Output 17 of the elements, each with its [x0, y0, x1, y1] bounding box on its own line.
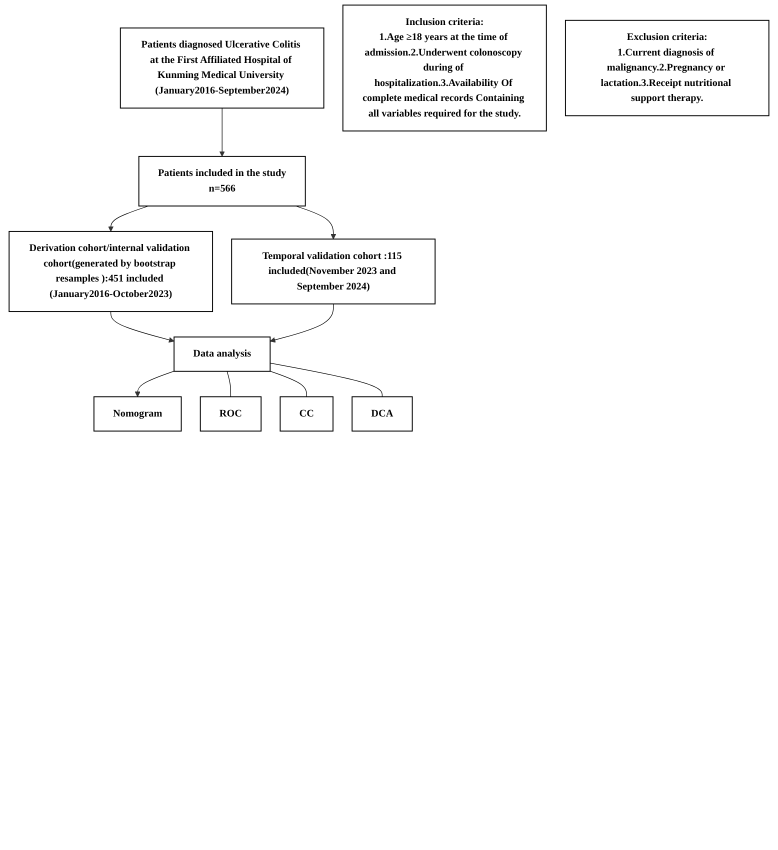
arrow: [134, 370, 174, 397]
process-box: CC: [280, 396, 334, 432]
process-box: Nomogram: [93, 396, 182, 432]
process-box: DCA: [352, 396, 413, 432]
arrow: [110, 311, 174, 343]
process-box: Patients diagnosed Ulcerative Colitis at the First Affiliated Hospital of Kunming Medical University (January2016-September2024): [120, 28, 324, 109]
arrow: [108, 206, 149, 232]
process-box: ROC: [200, 396, 262, 432]
arrow: [219, 108, 225, 157]
process-box: Data analysis: [174, 336, 271, 372]
process-box: Temporal validation cohort :115 included(November 2023 and September 2024): [231, 238, 436, 304]
process-box: Exclusion criteria: 1.Current diagnosis of malignancy.2.Pregnancy or lactation.3.Receipt nutritional support therapy.: [564, 20, 770, 116]
process-box: Derivation cohort/internal validation cohort(generated by bootstrap resamples ):451 included (January2016-October2023): [8, 230, 214, 312]
arrow: [295, 206, 336, 240]
process-box: Patients included in the study n=566: [138, 156, 306, 206]
arrow: [270, 304, 334, 343]
process-box: Inclusion criteria: 1.Age ≥18 years at the time of admission.2.Underwent colonoscopy during of hospitalization.3.Availability Of complete medical records Containing all variables required for the study.: [342, 4, 547, 132]
